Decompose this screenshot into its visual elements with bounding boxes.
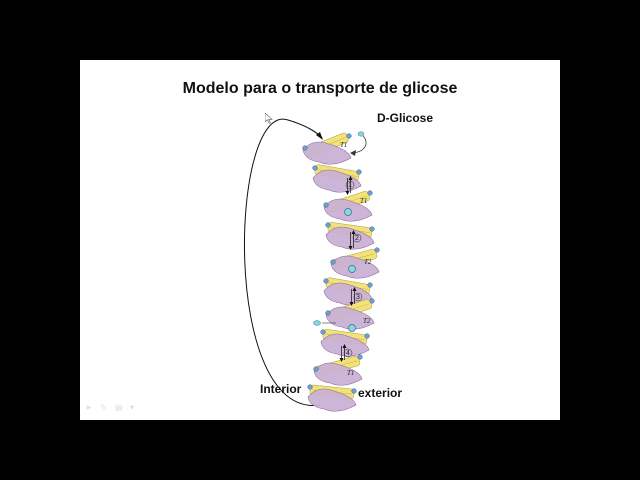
- arrowhead: [348, 176, 353, 180]
- step-number: 2: [355, 235, 359, 242]
- arrowhead: [342, 344, 347, 348]
- glucose-molecule-inside: [313, 320, 321, 326]
- step-number: 4: [346, 350, 350, 357]
- label-d-glicose: D-Glicose: [377, 111, 434, 125]
- state-label: T2: [364, 258, 372, 266]
- lipid-head: [346, 133, 352, 139]
- menu-icon[interactable]: ▾: [130, 403, 135, 412]
- lipid-head: [369, 226, 375, 232]
- slide: Modelo para o transporte de glicose 1 2 …: [80, 60, 560, 420]
- transporter-lobe: [312, 169, 362, 193]
- lipid-head: [312, 165, 318, 171]
- pointer-icon[interactable]: ➤: [85, 403, 92, 412]
- state-label: T1: [340, 141, 347, 149]
- lipid-head: [356, 169, 362, 175]
- lipid-head: [325, 310, 331, 316]
- lipid-head: [367, 282, 373, 288]
- arrowhead: [339, 358, 344, 362]
- transporter-lobe: [302, 141, 352, 165]
- lipid-head: [369, 298, 375, 304]
- lipid-head: [320, 329, 326, 335]
- arrowhead: [348, 246, 353, 250]
- state-label: T1: [347, 369, 354, 377]
- transporter-lobe: [325, 226, 375, 250]
- bound-glucose: [348, 324, 356, 332]
- lipid-head: [323, 278, 329, 284]
- lipid-head: [357, 354, 363, 360]
- slide-title: Modelo para o transporte de glicose: [182, 80, 458, 97]
- arrowhead: [352, 287, 357, 291]
- lipid-head: [367, 190, 373, 196]
- transporter-lobe: [313, 362, 363, 386]
- lipid-head: [313, 366, 319, 372]
- bound-glucose: [344, 208, 352, 216]
- glucose-molecule-outside: [357, 131, 365, 137]
- pen-icon[interactable]: ✎: [100, 403, 107, 412]
- lipid-head: [325, 222, 331, 228]
- lipid-head: [307, 384, 313, 390]
- lipid-head: [323, 202, 329, 208]
- label-exterior: exterior: [358, 386, 403, 400]
- transporter-lobe: [307, 388, 357, 412]
- glucose-transport-diagram: 1 2 3 4 T1 T1 T2 T2 T1: [243, 118, 380, 412]
- cycle-arrowhead: [316, 132, 323, 140]
- slides-icon[interactable]: ▤: [115, 403, 123, 412]
- glucose-entry-arrow: [351, 134, 367, 154]
- arrowhead: [349, 302, 354, 306]
- lipid-head: [364, 333, 370, 339]
- cycle-arrow: [243, 118, 323, 406]
- lipid-head: [302, 145, 308, 151]
- step-number: 1: [348, 182, 352, 189]
- bound-glucose: [348, 265, 356, 273]
- lipid-head: [351, 388, 357, 394]
- state-label: T1: [360, 197, 367, 205]
- transporter-lobe: [325, 306, 375, 330]
- step-number: 3: [356, 294, 360, 301]
- lipid-head: [330, 259, 336, 265]
- state-label: T2: [363, 317, 371, 325]
- arrowhead: [351, 230, 356, 234]
- lipid-head: [374, 247, 380, 253]
- arrowhead: [345, 191, 350, 195]
- label-interior: Interior: [260, 382, 302, 396]
- slide-toolbar: ➤ ✎ ▤ ▾: [85, 404, 140, 412]
- mouse-cursor-icon: [265, 113, 273, 124]
